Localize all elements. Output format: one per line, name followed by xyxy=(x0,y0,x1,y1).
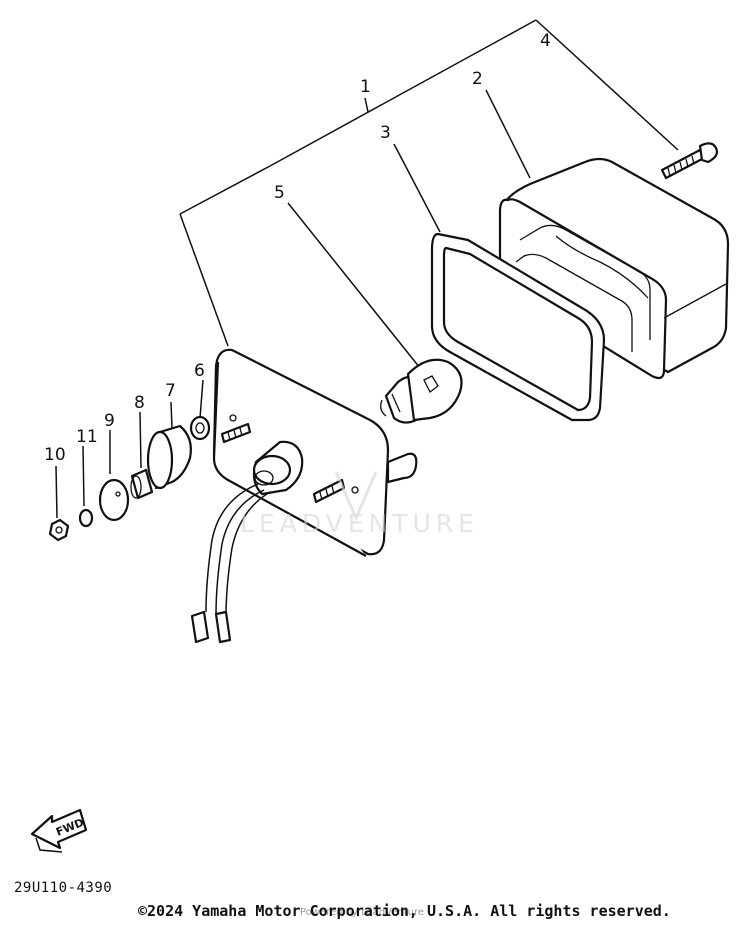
small-parts xyxy=(48,415,211,542)
callout-6: 6 xyxy=(194,361,205,381)
callout-10: 10 xyxy=(44,445,66,465)
watermark-logo: LEADVENTURE xyxy=(240,471,479,538)
watermark-text: LEADVENTURE xyxy=(240,509,479,538)
callout-3: 3 xyxy=(380,123,391,143)
leader-lines xyxy=(55,19,679,519)
callout-4: 4 xyxy=(540,31,551,51)
gasket xyxy=(430,232,606,422)
callout-11: 11 xyxy=(76,427,98,447)
lens-housing xyxy=(498,157,730,380)
diagram-code: 29U110-4390 xyxy=(14,880,113,896)
callout-7: 7 xyxy=(165,381,176,401)
callout-5: 5 xyxy=(274,183,285,203)
screw xyxy=(660,142,719,180)
bulb xyxy=(380,358,463,424)
base-plate xyxy=(190,348,418,644)
copyright-text: ©2024 Yamaha Motor Corporation, U.S.A. A… xyxy=(138,902,671,920)
callout-2: 2 xyxy=(472,69,483,89)
callout-1: 1 xyxy=(360,77,371,97)
callout-8: 8 xyxy=(134,393,145,413)
callout-labels: 1 2 3 4 5 6 7 8 9 10 11 xyxy=(44,31,551,465)
callout-9: 9 xyxy=(104,411,115,431)
fwd-arrow-icon: FWD xyxy=(30,808,88,853)
powered-by-text: Powered by LeadVenture xyxy=(300,907,425,918)
